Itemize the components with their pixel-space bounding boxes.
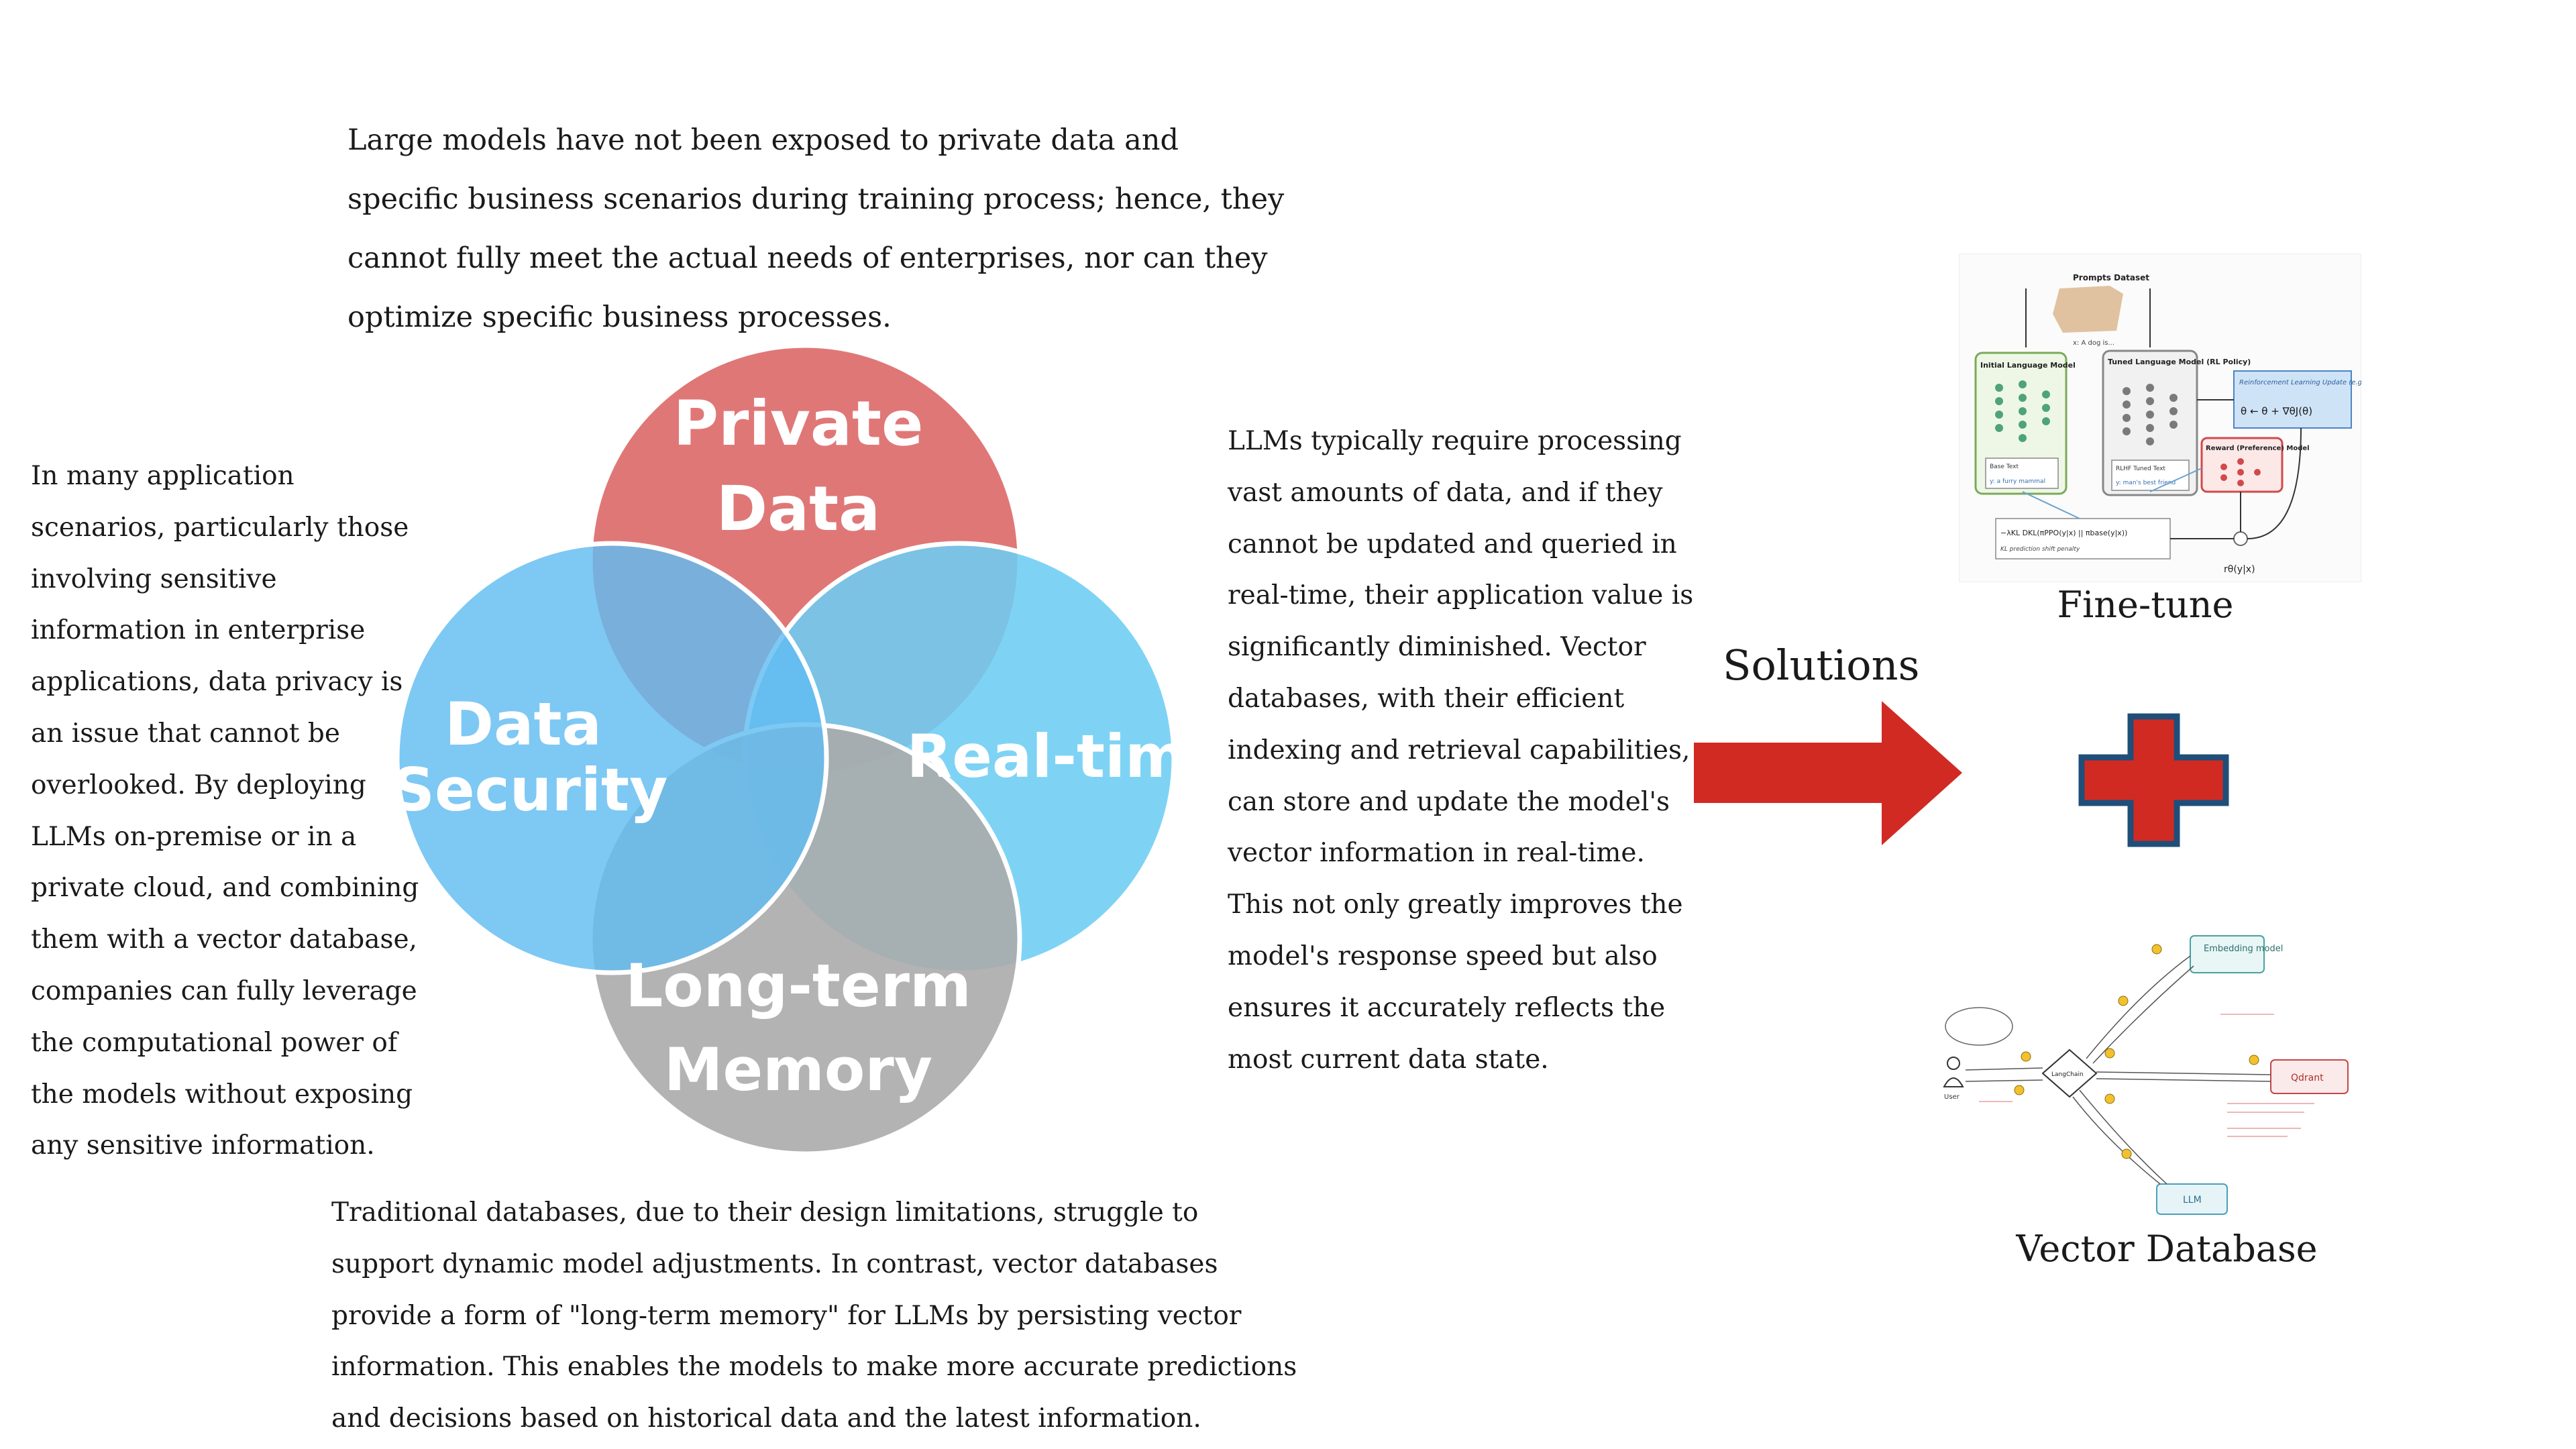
- reward-formula-label: rθ(y|x): [2224, 564, 2255, 575]
- sum-to-update-line: [2247, 427, 2302, 539]
- bulb-icons: [2014, 944, 2259, 1159]
- qdrant-label: Qdrant: [2291, 1073, 2324, 1083]
- tuned-model-box: [2102, 350, 2198, 496]
- venn-label-long-term: Long-term: [625, 951, 971, 1020]
- initial-model-label: Initial Language Model: [1980, 361, 2076, 370]
- user-icon: [1943, 1057, 1964, 1087]
- finetune-caption: Fine-tune: [2057, 584, 2234, 626]
- tuned-model-label: Tuned Language Model (RL Policy): [2108, 358, 2251, 366]
- embedding-model-label: Embedding model: [2204, 944, 2283, 954]
- reward-network-icon: [2220, 458, 2261, 486]
- llm-label: LLM: [2183, 1195, 2202, 1205]
- update-formula-label: θ ← θ + ∇θJ(θ): [2241, 405, 2312, 417]
- venn-label-security: Security: [392, 755, 668, 824]
- prompts-dataset-label: Prompts Dataset: [2073, 273, 2149, 282]
- top-paragraph: Large models have not been exposed to pr…: [347, 123, 1285, 334]
- embedding-model-box: [2190, 935, 2265, 973]
- venn-label-data-top: Data: [445, 690, 602, 759]
- venn-label-private: Private: [674, 388, 924, 460]
- annotation-scribbles: [1979, 1014, 2314, 1137]
- vector-database-diagram: Embedding model Qdrant LLM LangChain Use…: [1943, 935, 2349, 1215]
- venn-label-data: Data: [716, 473, 881, 545]
- base-text-box: [1985, 458, 2059, 489]
- venn-diagram: Private Data Data Security Real-time Lon…: [392, 343, 1221, 1157]
- plus-icon: [2078, 713, 2229, 847]
- base-text-label: Base Text: [1990, 464, 2019, 470]
- right-paragraph: LLMs typically require processing vast a…: [1228, 426, 1694, 1075]
- rlhf-example-label: y: man's best friend: [2116, 480, 2176, 486]
- rlhf-to-reward-line: [2149, 468, 2202, 492]
- kl-term-label: −λKL DKL(πPPO(y|x) || πbase(y|x)): [2000, 529, 2127, 537]
- langchain-node-icon: [2041, 1049, 2098, 1098]
- left-paragraph: In many application scenarios, particula…: [31, 461, 419, 1161]
- prompts-dataset-shape: [2053, 286, 2123, 333]
- kl-penalty-box: [1995, 518, 2171, 559]
- finetune-diagram: Prompts Dataset x: A dog is... Initial L…: [1959, 254, 2361, 582]
- langchain-label: LangChain: [2051, 1071, 2084, 1078]
- base-to-kl-line: [2022, 491, 2080, 519]
- initial-network-icon: [1995, 380, 2050, 442]
- rlhf-text-box: [2111, 460, 2190, 491]
- vector-database-caption: Vector Database: [2016, 1228, 2318, 1270]
- base-example-label: y: a furry mammal: [1990, 478, 2045, 485]
- qdrant-box: [2270, 1059, 2349, 1094]
- sum-node-icon: [2233, 531, 2248, 546]
- solutions-label: Solutions: [1723, 641, 1920, 690]
- solutions-arrow-icon: [1694, 701, 1962, 845]
- reward-model-label: Reward (Preference) Model: [2206, 445, 2310, 452]
- bottom-paragraph: Traditional databases, due to their desi…: [331, 1197, 1297, 1434]
- venn-label-real-time: Real-time: [906, 722, 1221, 791]
- llm-box: [2156, 1183, 2228, 1215]
- kl-note-label: KL prediction shift penalty: [2000, 546, 2080, 553]
- question-bubble-icon: [1945, 1007, 2013, 1046]
- venn-label-memory: Memory: [664, 1035, 932, 1104]
- user-label: User: [1944, 1093, 1960, 1101]
- tuned-network-icon: [2123, 384, 2178, 445]
- rl-update-box: [2233, 370, 2352, 429]
- rlhf-text-label: RLHF Tuned Text: [2116, 466, 2165, 472]
- venn-circle-data-security: [394, 541, 829, 975]
- flow-lines: [1965, 955, 2271, 1185]
- rl-update-label: Reinforcement Learning Update (e.g. PPO): [2239, 379, 2361, 386]
- prompt-example-label: x: A dog is...: [2073, 339, 2114, 347]
